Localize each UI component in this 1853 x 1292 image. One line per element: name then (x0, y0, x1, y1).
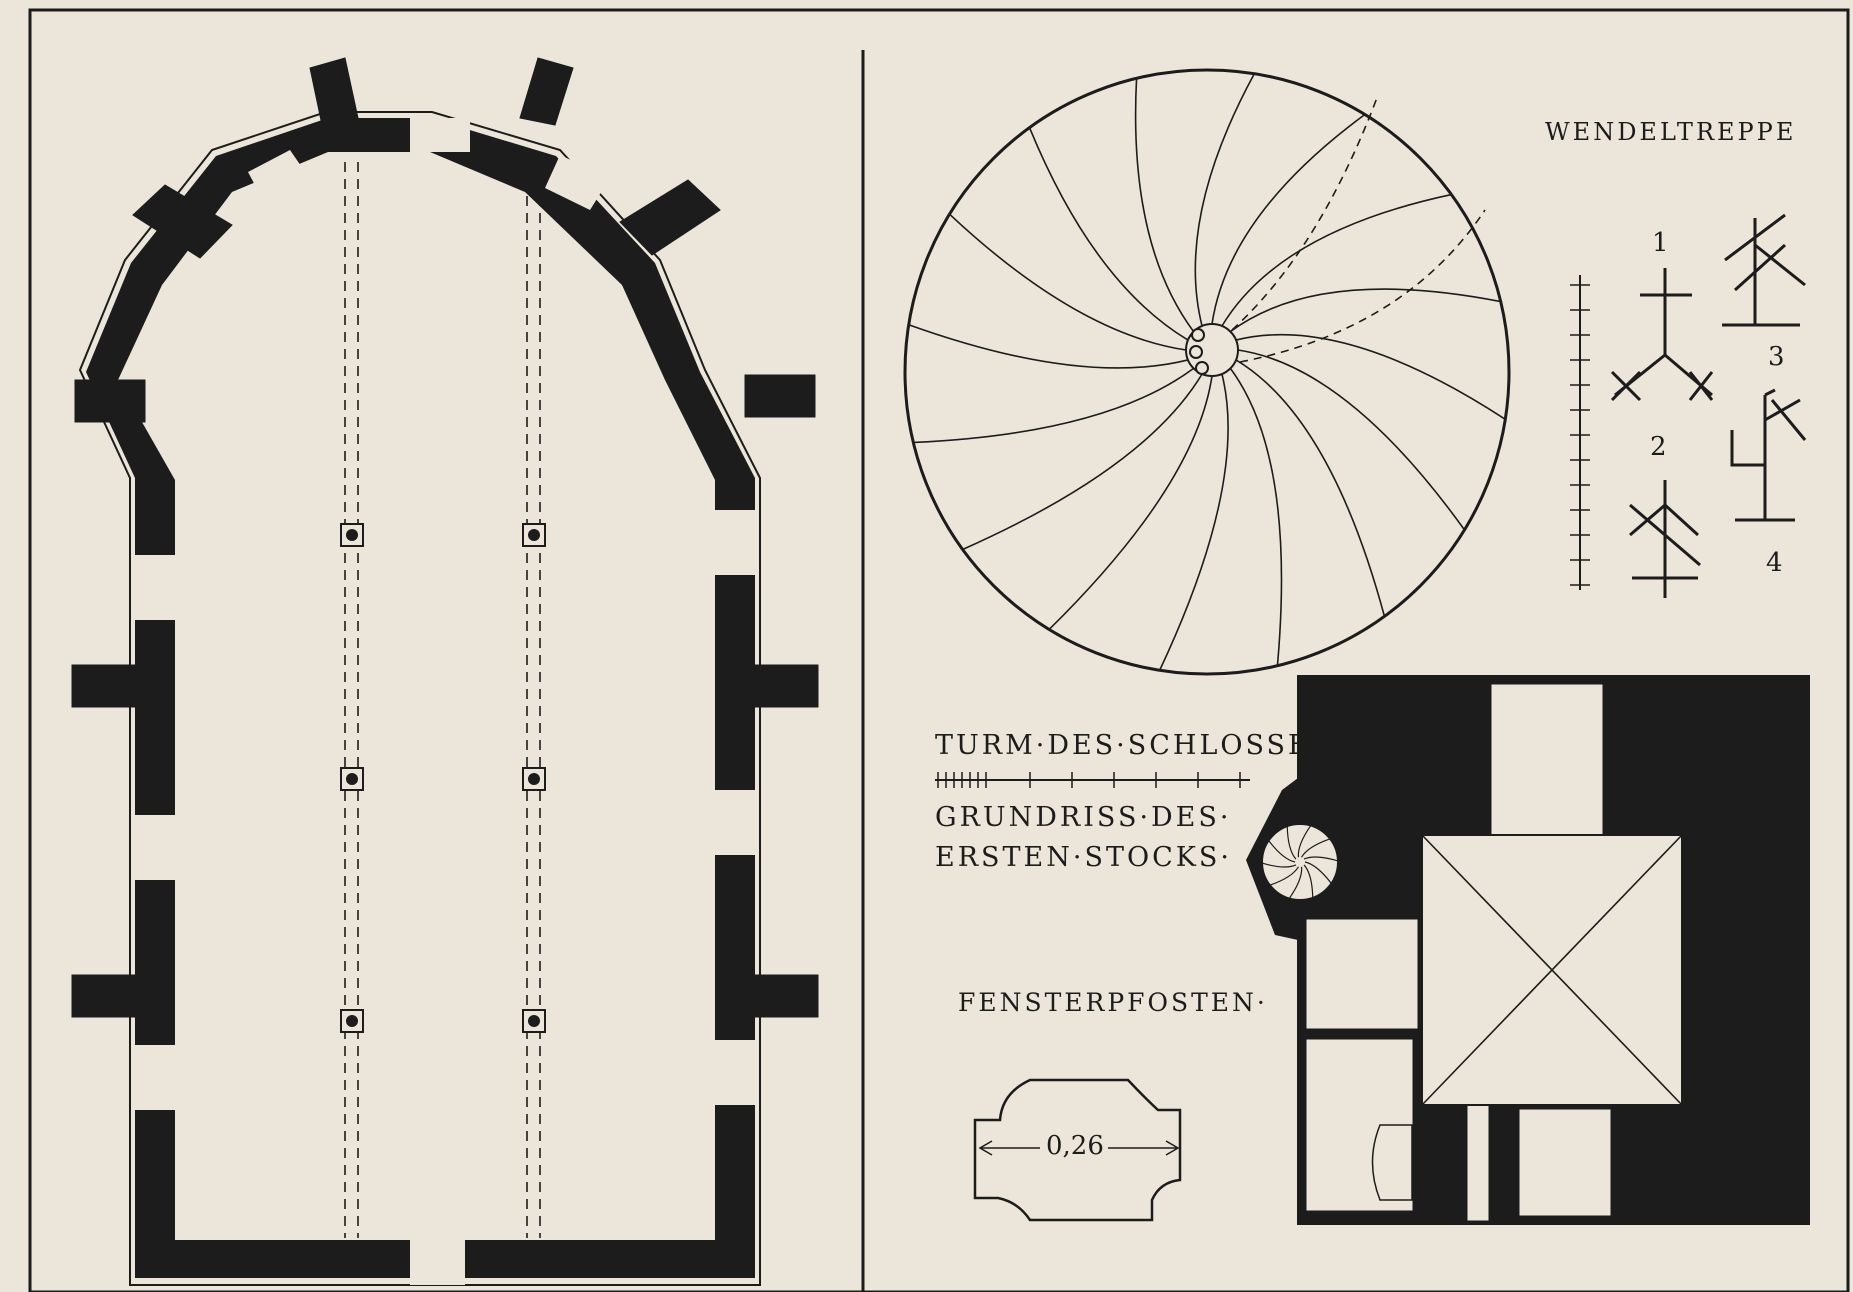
stair-step (1048, 375, 1213, 631)
turret-stair-step (1297, 825, 1312, 858)
turret-stair-step (1303, 864, 1314, 898)
label-fensterpfosten: FENSTERPFOSTEN· (958, 988, 1268, 1017)
turret-stair-step (1261, 862, 1297, 868)
chapel-columns (340, 523, 546, 1033)
stair-step (962, 373, 1203, 551)
dimension-arrow-left (978, 1140, 993, 1156)
label-wendeltreppe: WENDELTREPPE (1545, 118, 1797, 146)
stair-step (948, 213, 1187, 351)
window-post-profile (973, 1078, 1182, 1222)
stair-step (1237, 349, 1466, 531)
turret-stair-step (1269, 866, 1299, 886)
stair-step (1028, 127, 1189, 341)
profile-outline (973, 1078, 1182, 1222)
label-dimension: 0,26 (1046, 1131, 1104, 1161)
tower-hall-diagonal (1421, 834, 1683, 1106)
chapel-floor-plan (71, 57, 819, 1286)
turret-stair-step (1304, 861, 1332, 884)
vertical-scale-ticks (1570, 284, 1590, 586)
stair-step (913, 367, 1195, 444)
stair-steps (908, 73, 1506, 671)
chapel-outer-outline (78, 111, 761, 1286)
chapel-wall (86, 118, 755, 1278)
chapel-windows (135, 118, 755, 1285)
stair-step (1194, 73, 1256, 327)
turret-stair-circle (1261, 823, 1339, 901)
stair-step (1134, 78, 1195, 333)
stair-step (1235, 359, 1386, 617)
stair-circle (903, 68, 1511, 676)
turret-stair-step (1286, 826, 1297, 860)
mason-mark-1 (1610, 268, 1714, 402)
chapel-beam-lines (344, 162, 541, 1238)
tower-hall (1421, 834, 1683, 1106)
stair-step (1221, 193, 1452, 327)
mason-marks (1570, 213, 1807, 598)
spiral-staircase (903, 68, 1511, 676)
stair-handrail (1231, 94, 1486, 363)
mason-mark-3 (1722, 213, 1806, 327)
turret-stair-step (1288, 866, 1303, 899)
chapel-buttresses (71, 57, 819, 1018)
mason-mark-number-4: 4 (1766, 548, 1783, 578)
mason-mark-4 (1730, 388, 1807, 522)
mason-mark-number-2: 2 (1650, 432, 1667, 462)
plate-border (28, 8, 1850, 1292)
stair-step (1211, 113, 1366, 325)
stair-step (1158, 373, 1229, 671)
label-grundriss: GRUNDRISS·DES· (935, 802, 1232, 833)
tower-floor-plan (1246, 675, 1810, 1225)
mason-mark-2 (1629, 480, 1701, 598)
stair-step (1235, 333, 1506, 420)
stair-step (1229, 288, 1501, 333)
label-ersten-stocks: ERSTEN·STOCKS· (935, 842, 1233, 873)
turret-stair-step (1268, 840, 1296, 863)
mason-mark-number-3: 3 (1768, 342, 1785, 372)
turret-stair-steps (1261, 825, 1339, 899)
horizontal-scale (935, 772, 1250, 788)
dimension-arrow-right (1165, 1140, 1180, 1156)
stair-step (1229, 367, 1283, 666)
stair-step (908, 323, 1189, 369)
turret-stair-step (1301, 838, 1331, 858)
stair-newel (1185, 323, 1239, 377)
label-turm-des-schlosses: TURM·DES·SCHLOSSES· (935, 730, 1344, 761)
tower-chamber (1371, 1124, 1413, 1201)
mason-mark-number-1: 1 (1652, 228, 1669, 258)
turret-stair-step (1303, 856, 1339, 862)
